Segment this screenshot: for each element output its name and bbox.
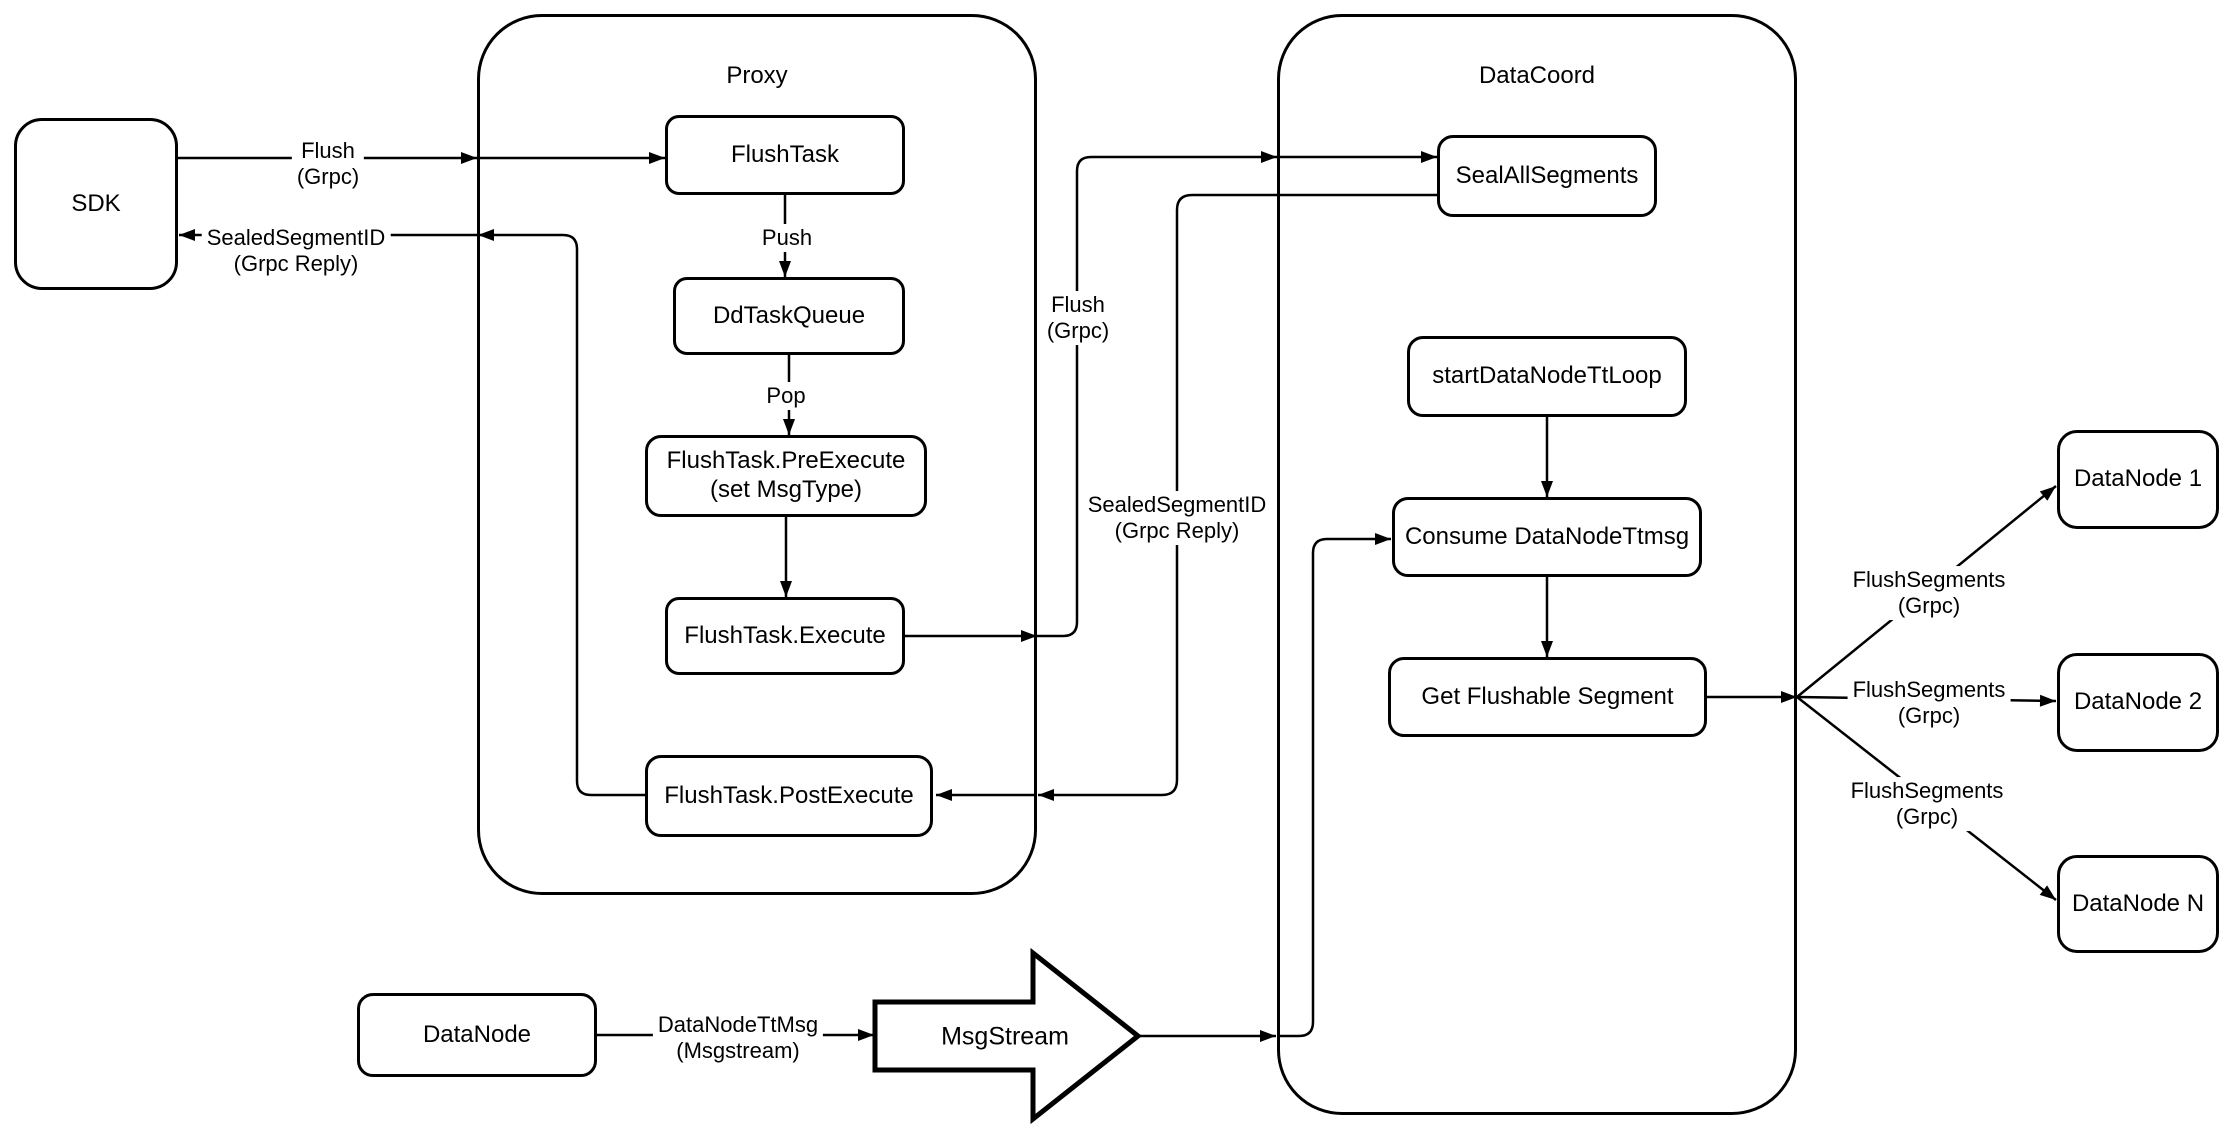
edge-label-sealedsegmentid-reply-datacoord: SealedSegmentID (Grpc Reply)	[1082, 491, 1272, 545]
sealallsegments-node: SealAllSegments	[1437, 135, 1657, 217]
get-flushable-segment-node: Get Flushable Segment	[1388, 657, 1707, 737]
datanode-1-node: DataNode 1	[2057, 430, 2219, 529]
sdk-node: SDK	[14, 118, 178, 290]
edge-label-flush-grpc-datacoord: Flush (Grpc)	[1041, 291, 1115, 345]
edge-proxy-to-datacoord-flush	[1037, 151, 1277, 638]
flushtask-execute-node: FlushTask.Execute	[665, 597, 905, 675]
consume-datanodettmsg-node: Consume DataNodeTtmsg	[1392, 497, 1702, 577]
edge-label-flushsegments-3: FlushSegments (Grpc)	[1845, 777, 2009, 831]
datanode-source-node: DataNode	[357, 993, 597, 1077]
msgstream-label: MsgStream	[941, 1022, 1069, 1051]
flushtask-preexecute-node: FlushTask.PreExecute (set MsgType)	[645, 435, 927, 517]
edge-label-push: Push	[756, 224, 818, 252]
datanode-2-node: DataNode 2	[2057, 653, 2219, 752]
edge-label-flush-grpc: Flush (Grpc)	[291, 137, 365, 191]
ddtaskqueue-node: DdTaskQueue	[673, 277, 905, 355]
edge-label-flushsegments-1: FlushSegments (Grpc)	[1847, 566, 2011, 620]
startdatanodettloop-node: startDataNodeTtLoop	[1407, 336, 1687, 417]
proxy-container-title: Proxy	[726, 62, 788, 89]
flushtask-postexecute-node: FlushTask.PostExecute	[645, 755, 933, 837]
edge-label-datanodettmsg: DataNodeTtMsg (Msgstream)	[652, 1011, 824, 1065]
flushtask-node: FlushTask	[665, 115, 905, 195]
datacoord-container-title: DataCoord	[1478, 62, 1596, 89]
edge-label-flushsegments-2: FlushSegments (Grpc)	[1847, 676, 2011, 730]
edge-label-sealedsegmentid-reply: SealedSegmentID (Grpc Reply)	[201, 224, 391, 278]
datanode-n-node: DataNode N	[2057, 855, 2219, 953]
edge-label-pop: Pop	[761, 382, 811, 410]
